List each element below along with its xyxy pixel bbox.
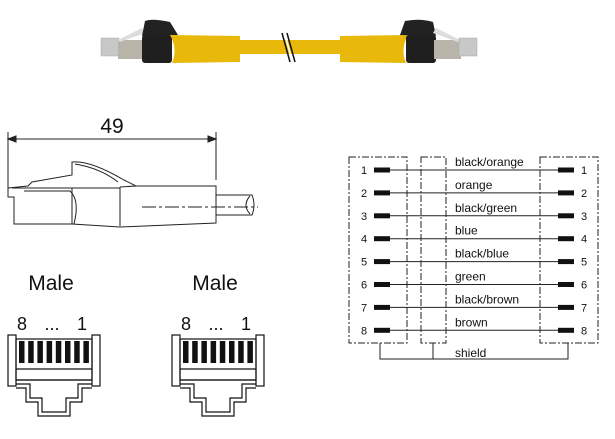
contact-blade xyxy=(37,341,43,363)
wire-row: 6 6 green xyxy=(361,270,587,292)
pin-contact-right xyxy=(558,190,574,196)
pin-number-left: 1 xyxy=(361,165,367,177)
pin-contact-right xyxy=(558,236,574,242)
wire-row: 2 2 orange xyxy=(361,178,587,200)
pin-number-left: 3 xyxy=(361,211,367,223)
pin-contact-right xyxy=(558,304,574,310)
boot-right xyxy=(406,35,436,63)
connector-box-left xyxy=(348,156,408,344)
pin-contact-left xyxy=(374,327,390,333)
wire-row: 1 1 black/orange xyxy=(361,155,587,177)
contact-blade xyxy=(46,341,53,363)
pin-number-right: 8 xyxy=(581,325,587,337)
contact-blade xyxy=(229,341,235,363)
pin-number-left: 2 xyxy=(361,188,367,200)
contact-blade xyxy=(210,341,217,363)
pin-contact-left xyxy=(374,213,390,219)
pin-number-right: 6 xyxy=(581,280,587,292)
pin-contact-right xyxy=(558,213,574,219)
shield-line xyxy=(379,343,569,360)
wire-color-label: brown xyxy=(455,315,488,329)
pin-contact-left xyxy=(374,236,390,242)
pin-number-left: 4 xyxy=(361,234,367,246)
pin-label-1: 1 xyxy=(77,314,87,334)
pin-ellipsis: ... xyxy=(44,314,59,334)
contact-blade xyxy=(192,341,198,363)
wire-row: 5 5 black/blue xyxy=(361,247,587,269)
pin-contact-left xyxy=(374,259,390,265)
cable-photo xyxy=(100,19,478,63)
contact-blade xyxy=(55,341,62,363)
contact-blade xyxy=(201,341,207,363)
pin-number-right: 7 xyxy=(581,302,587,314)
connector-box-right xyxy=(539,156,599,344)
pin-number-right: 5 xyxy=(581,257,587,269)
wire-row: 3 3 black/green xyxy=(361,201,587,223)
dimension-label: 49 xyxy=(100,115,123,138)
wire-color-label: black/orange xyxy=(455,155,524,169)
wire-row: 8 8 brown xyxy=(361,315,587,337)
wire-color-label: orange xyxy=(455,178,493,192)
plug-left xyxy=(100,37,120,57)
contact-blade xyxy=(74,341,80,363)
pin-number-right: 1 xyxy=(581,165,587,177)
pin-label-1: 1 xyxy=(241,314,251,334)
contact-blade xyxy=(28,341,34,363)
pin-contact-left xyxy=(374,167,390,173)
plug-right xyxy=(458,37,478,57)
connector-gender-label: Male xyxy=(192,272,238,295)
pin-number-right: 3 xyxy=(581,211,587,223)
contact-blade xyxy=(219,341,226,363)
pin-contact-left xyxy=(374,304,390,310)
cable-jacket xyxy=(240,40,340,54)
wire-color-label: black/green xyxy=(455,201,517,215)
pin-number-left: 7 xyxy=(361,302,367,314)
wire-color-label: green xyxy=(455,270,486,284)
side-view xyxy=(6,132,258,228)
shield-label: shield xyxy=(455,346,486,360)
pin-contact-right xyxy=(558,327,574,333)
contact-blade xyxy=(183,341,189,363)
pin-contact-right xyxy=(558,259,574,265)
pin-contact-right xyxy=(558,167,574,173)
wire-row: 7 7 black/brown xyxy=(361,292,587,314)
contact-blade xyxy=(238,341,244,363)
contact-blade xyxy=(19,341,25,363)
contact-blade xyxy=(65,341,71,363)
pin-number-right: 2 xyxy=(581,188,587,200)
connector-gender-label: Male xyxy=(28,272,74,295)
wire-color-label: black/brown xyxy=(455,292,519,306)
cable-box xyxy=(420,156,447,344)
pin-contact-left xyxy=(374,190,390,196)
pin-number-right: 4 xyxy=(581,234,587,246)
pin-number-left: 5 xyxy=(361,257,367,269)
contact-blade xyxy=(247,341,253,363)
pin-contact-right xyxy=(558,282,574,287)
boot-left xyxy=(142,35,172,63)
pin-contact-left xyxy=(374,282,390,287)
pin-label-8: 8 xyxy=(181,314,191,334)
wire-color-label: blue xyxy=(455,224,478,238)
pin-number-left: 8 xyxy=(361,325,367,337)
wire-row: 4 4 blue xyxy=(361,224,587,246)
contact-blade xyxy=(83,341,89,363)
pin-number-left: 6 xyxy=(361,280,367,292)
wire-color-label: black/blue xyxy=(455,247,509,261)
pin-ellipsis: ... xyxy=(208,314,223,334)
pin-label-8: 8 xyxy=(17,314,27,334)
